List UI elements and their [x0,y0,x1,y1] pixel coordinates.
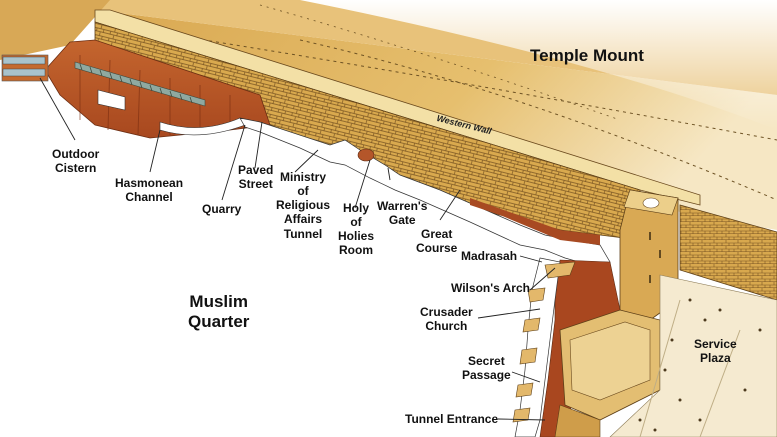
service-plaza [609,274,777,437]
callout-ministry-tunnel: Ministry of Religious Affairs Tunnel [276,170,331,241]
callout-great-course: Great Course [416,227,458,256]
callout-holy-of-holies-room: Holy of Holies Room [338,201,375,258]
callout-tunnel-entrance: Tunnel Entrance [405,412,499,426]
region-label-service-plaza: Service Plaza [694,337,737,366]
hasmonean-channel [74,61,206,107]
callout-madrasah: Madrasah [461,249,518,263]
callout-secret-passage: Secret Passage [462,354,511,383]
callout-hasmonean-channel: Hasmonean Channel [115,176,184,205]
callout-wilsons-arch: Wilson's Arch [451,281,530,295]
callout-paved-street: Paved Street [238,163,274,192]
callout-quarry: Quarry [202,202,242,216]
region-label-muslim-quarter: Muslim Quarter [188,292,250,331]
leader-lines [39,77,556,421]
callout-warrens-gate: Warren's Gate [377,199,428,228]
callout-outdoor-cistern: Outdoor Cistern [52,147,100,176]
region-label-temple-mount: Temple Mount [530,46,644,65]
callout-crusader-church: Crusader Church [420,305,473,334]
